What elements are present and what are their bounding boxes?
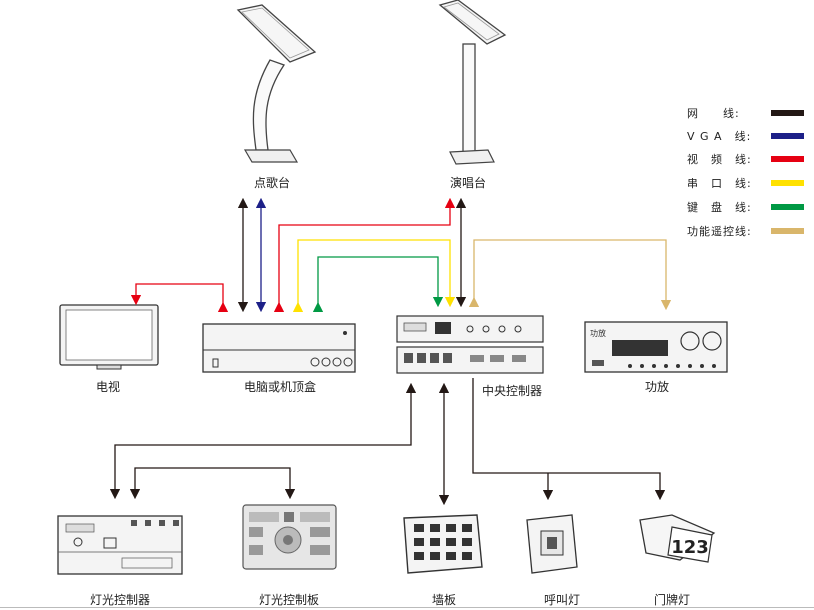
legend-swatch <box>771 156 804 162</box>
door-plate-light-label: 门牌灯 <box>654 592 690 607</box>
legend-label: 网 线: <box>687 106 740 120</box>
network-line-door-plate <box>472 378 666 501</box>
central-controller-label: 中央控制器 <box>482 383 542 398</box>
door-plate-number: 123 <box>671 537 709 558</box>
video-line-tv <box>130 283 229 313</box>
legend-item: V G A 线: <box>687 129 804 143</box>
call-light-label: 呼叫灯 <box>544 593 580 607</box>
legend-label: 功能遥控线: <box>687 224 752 238</box>
legend-item: 功能遥控线: <box>687 224 804 238</box>
legend-item: 网 线: <box>687 106 804 120</box>
legend-swatch <box>771 204 804 210</box>
legend-swatch <box>771 228 804 234</box>
song-kiosk-device <box>236 4 317 163</box>
light-panel-label: 灯光控制板 <box>259 593 319 607</box>
network-line-light-panel <box>129 467 296 500</box>
amplifier-panel-text: 功放 <box>590 328 606 338</box>
tv-label: 电视 <box>96 379 120 394</box>
tv-device <box>59 304 159 370</box>
central-controller-device <box>396 315 544 374</box>
legend-label: 视 频 线: <box>687 152 752 166</box>
computer-stb-device <box>202 323 356 373</box>
network-line-light-controller <box>109 382 417 500</box>
song-kiosk-label: 点歌台 <box>254 175 290 190</box>
legend-item: 视 频 线: <box>687 152 804 166</box>
singing-kiosk-label: 演唱台 <box>450 175 486 190</box>
light-controller-device <box>57 515 183 575</box>
wall-panel-device <box>403 514 483 574</box>
legend-swatch <box>771 180 804 186</box>
legend-swatch <box>771 110 804 116</box>
keyboard-line <box>312 256 444 313</box>
amplifier-device: 功放 <box>584 321 728 373</box>
singing-kiosk-device <box>438 0 507 165</box>
serial-line <box>292 239 456 313</box>
light-controller-label: 灯光控制器 <box>90 593 150 607</box>
door-plate-light-device: 123 <box>639 514 716 563</box>
wall-panel-label: 墙板 <box>432 593 456 607</box>
bottom-divider <box>0 607 814 608</box>
call-light-device <box>526 514 578 574</box>
video-line-singing-kiosk <box>273 197 456 313</box>
legend-item: 键 盘 线: <box>687 200 804 214</box>
legend: 网 线: V G A 线: 视 频 线: 串 口 线: 键 盘 线: 功能遥控线… <box>687 106 804 238</box>
light-panel-device <box>242 504 337 570</box>
legend-label: 串 口 线: <box>687 176 752 190</box>
amplifier-label: 功放 <box>645 379 669 394</box>
legend-label: 键 盘 线: <box>687 200 752 214</box>
computer-stb-label: 电脑或机顶盒 <box>244 379 316 394</box>
legend-label: V G A 线: <box>687 129 751 143</box>
legend-swatch <box>771 133 804 139</box>
remote-line-amplifier <box>468 239 672 311</box>
legend-item: 串 口 线: <box>687 176 804 190</box>
